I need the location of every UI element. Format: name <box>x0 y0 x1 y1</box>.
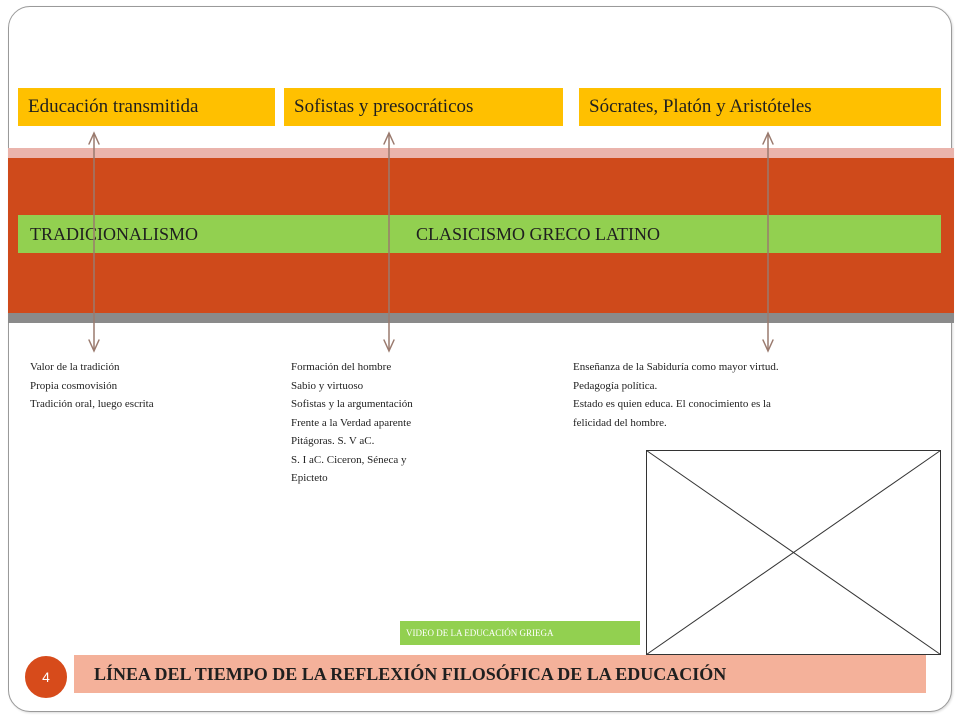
note-line: felicidad del hombre. <box>573 416 667 429</box>
timeline-bottom-stripe <box>8 313 954 323</box>
slide-title-bar: LÍNEA DEL TIEMPO DE LA REFLEXIÓN FILOSÓF… <box>74 655 926 693</box>
era-bar: TRADICIONALISMO CLASICISMO GRECO LATINO <box>18 215 941 253</box>
era-tradicionalismo: TRADICIONALISMO <box>30 224 198 244</box>
note-line: Epicteto <box>291 472 328 484</box>
note-line: Pedagogía política. <box>573 379 658 392</box>
era-clasicismo: CLASICISMO GRECO LATINO <box>416 224 661 244</box>
note-line: Estado es quien educa. El conocimiento e… <box>573 398 771 410</box>
note-line: Valor de la tradición <box>30 361 120 373</box>
slide-title: LÍNEA DEL TIEMPO DE LA REFLEXIÓN FILOSÓF… <box>94 664 727 684</box>
header-label: Sofistas y presocráticos <box>294 96 474 117</box>
header-label: Educación transmitida <box>28 96 199 117</box>
note-line: Frente a la Verdad aparente <box>291 416 412 429</box>
notes-column-3: Enseñanza de la Sabiduría como mayor vir… <box>573 358 779 432</box>
video-link-label: VIDEO DE LA EDUCACIÓN GRIEGA <box>406 628 554 638</box>
media-placeholder[interactable] <box>646 450 941 655</box>
header-sofistas: Sofistas y presocráticos <box>284 88 563 126</box>
note-line: S. I aC. Ciceron, Séneca y <box>291 453 407 466</box>
page-number: 4 <box>42 669 50 685</box>
note-line: Propia cosmovisión <box>30 379 118 392</box>
timeline-top-stripe <box>8 148 954 158</box>
header-educacion-transmitida: Educación transmitida <box>18 88 275 126</box>
note-line: Pitágoras. S. V aC. <box>291 435 375 447</box>
page-number-badge: 4 <box>22 653 70 701</box>
header-label: Sócrates, Platón y Aristóteles <box>589 96 812 117</box>
note-line: Sofistas y la argumentación <box>291 398 413 410</box>
note-line: Formación del hombre <box>291 361 392 373</box>
note-line: Sabio y virtuoso <box>291 379 364 392</box>
note-line: Enseñanza de la Sabiduría como mayor vir… <box>573 361 779 373</box>
note-line: Tradición oral, luego escrita <box>30 398 154 410</box>
notes-column-2: Formación del hombre Sabio y virtuoso So… <box>291 358 413 488</box>
video-link[interactable]: VIDEO DE LA EDUCACIÓN GRIEGA <box>400 621 640 645</box>
header-socrates: Sócrates, Platón y Aristóteles <box>579 88 941 126</box>
notes-column-1: Valor de la tradición Propia cosmovisión… <box>30 358 154 414</box>
